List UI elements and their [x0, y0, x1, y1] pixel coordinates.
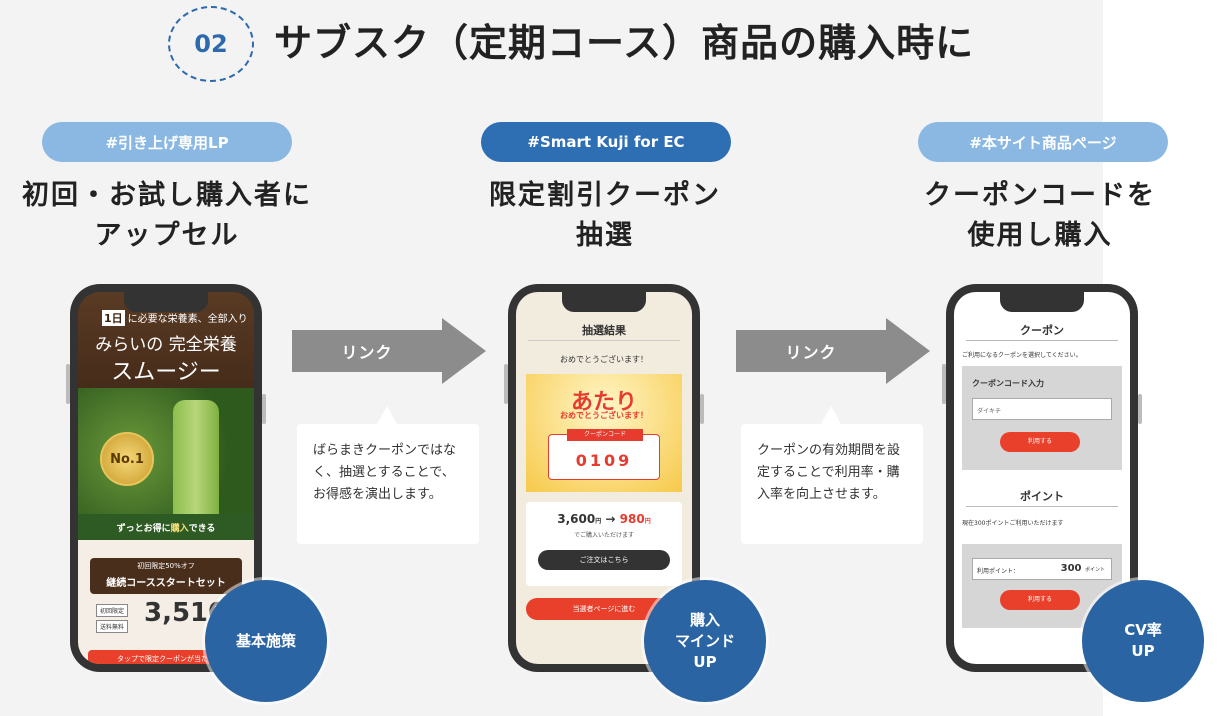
tag-upsell-lp: #引き上げ専用LP: [42, 122, 292, 162]
lp-brand: 1日に必要な栄養素、全部入り: [102, 310, 248, 326]
price-arrow: →: [605, 512, 616, 526]
winner-page-button[interactable]: 当選者ページに進む: [526, 598, 682, 620]
win-title: あたり: [570, 390, 637, 415]
coupon-section-title: クーポン: [1020, 324, 1064, 337]
phone-side-button: [262, 394, 266, 424]
result-line: マインド: [674, 631, 735, 650]
divider: [966, 340, 1118, 341]
offer-label: 初回限定: [96, 604, 129, 617]
column-title-line: 使用し購入: [967, 220, 1113, 251]
points-section-title: ポイント: [1020, 490, 1064, 503]
offer-title: 継続コーススタートセット: [106, 578, 226, 589]
phone-upsell-lp: 1日に必要な栄養素、全部入り みらいの 完全栄養 スムージー No.1 ずっとお…: [66, 284, 266, 672]
column-title-purchase: クーポンコードを 使用し購入: [875, 176, 1205, 256]
result-line: UP: [1131, 642, 1155, 660]
phone-notch: [124, 292, 208, 312]
column-title-upsell: 初回・お試し購入者に アップセル: [0, 176, 334, 256]
phone-side-button: [504, 364, 508, 404]
offer-labels: 初回限定 送料無料: [96, 604, 129, 636]
brand-badge: 1日: [102, 310, 125, 326]
lottery-result-title: 抽選結果: [582, 324, 626, 337]
arrow-label: リンク: [785, 343, 837, 362]
price-before: 3,600: [557, 512, 596, 526]
result-line: CV率: [1124, 621, 1162, 639]
coupon-code: 0109: [575, 451, 633, 470]
points-note: 現在300ポイントご利用いただけます: [962, 520, 1064, 527]
column-title-line: クーポンコードを: [924, 180, 1156, 211]
price-box: 3,600円 → 980円 でご購入いただけます ご注文はこちら: [526, 502, 682, 586]
link-arrow-1: リンク: [292, 318, 486, 388]
phone-side-button: [700, 394, 704, 424]
page-title: サブスク（定期コース）商品の購入時に: [274, 21, 975, 65]
phone-side-button: [1138, 394, 1142, 424]
phone-side-button: [66, 364, 70, 404]
band-text: ずっとお得に: [116, 523, 171, 534]
band-text-strong: 購入: [170, 523, 189, 534]
coupon-code-label: クーポンコード: [567, 429, 643, 441]
apply-points-button[interactable]: 利用する: [1000, 590, 1080, 610]
result-line: 購入: [689, 610, 720, 629]
brand-text: に必要な栄養素、全部入り: [127, 314, 248, 325]
price-unit: 円: [644, 518, 651, 525]
phone-product-page: クーポン ご利用になるクーポンを選択してください。 クーポンコード入力 ダイキチ…: [942, 284, 1142, 672]
divider: [528, 340, 680, 341]
band-text: できる: [188, 523, 216, 534]
points-input[interactable]: 利用ポイント： 300 ポイント: [972, 558, 1112, 580]
lp-band: ずっとお得に購入できる: [78, 514, 254, 540]
phone-notch: [562, 292, 646, 312]
win-subtitle: おめでとうございます！: [560, 411, 648, 420]
coupon-code-input[interactable]: ダイキチ: [972, 398, 1112, 420]
no1-medal-icon: No.1: [100, 432, 154, 486]
result-badge-purchase-mind: 購入 マインド UP: [644, 580, 766, 702]
column-title-line: 抽選: [576, 220, 634, 251]
column-title-line: 限定割引クーポン: [489, 180, 721, 211]
coupon-note: ご利用になるクーポンを選択してください。: [962, 352, 1082, 359]
price-unit: 円: [595, 518, 602, 525]
win-panel: あたり おめでとうございます！ クーポンコード 0109: [526, 374, 682, 492]
points-label: 利用ポイント：: [977, 568, 1020, 575]
lp-headline: みらいの 完全栄養: [95, 335, 237, 355]
result-line: UP: [693, 652, 717, 671]
price-note: でご購入いただけます: [573, 532, 634, 539]
note-bubble-2: クーポンの有効期間を設定することで利用率・購入率を向上させます。: [741, 406, 923, 544]
divider: [966, 506, 1118, 507]
coupon-input-label: クーポンコード入力: [972, 379, 1044, 388]
lp-offer-banner: 初回限定50%オフ 継続コーススタートセット: [90, 558, 242, 594]
coupon-code-box: クーポンコード 0109: [548, 429, 660, 480]
column-title-line: 初回・お試し購入者に: [22, 180, 312, 211]
result-badge-cv-rate: CV率 UP: [1082, 580, 1204, 702]
order-button[interactable]: ご注文はこちら: [538, 550, 670, 570]
note-bubble-1: ばらまきクーポンではなく、抽選とすることで、お得感を演出します。: [297, 406, 479, 544]
arrow-right-icon: [736, 318, 930, 384]
coupon-input-panel: クーポンコード入力 ダイキチ 利用する: [962, 366, 1122, 470]
offer-label: 送料無料: [96, 620, 129, 633]
lp-headline-product: スムージー: [111, 360, 221, 385]
price-compare: 3,600円 → 980円: [526, 512, 682, 526]
points-panel: 利用ポイント： 300 ポイント 利用する: [962, 544, 1122, 628]
column-title-line: アップセル: [94, 220, 240, 251]
phone-side-button: [942, 364, 946, 404]
points-value: 300: [1060, 563, 1082, 574]
smoothie-bottle-image: [173, 400, 219, 520]
arrow-right-icon: [292, 318, 486, 384]
link-arrow-2: リンク: [736, 318, 930, 388]
phone-screen: 1日に必要な栄養素、全部入り みらいの 完全栄養 スムージー No.1 ずっとお…: [78, 292, 254, 664]
apply-coupon-button[interactable]: 利用する: [1000, 432, 1080, 452]
arrow-label: リンク: [341, 343, 393, 362]
congrats-text: おめでとうございます！: [560, 355, 648, 364]
lp-cta-button[interactable]: タップで限定クーポンが当たる: [88, 650, 244, 664]
tag-smart-kuji: #Smart Kuji for EC: [481, 122, 731, 162]
result-badge-basic: 基本施策: [205, 580, 327, 702]
step-number-badge: 02: [168, 6, 254, 82]
offer-small-text: 初回限定50%オフ: [137, 562, 195, 570]
points-value-wrap: 300 ポイント: [1061, 563, 1105, 574]
tag-product-page: #本サイト商品ページ: [918, 122, 1168, 162]
price-after: 980: [619, 512, 645, 526]
phone-screen: 抽選結果 おめでとうございます！ あたり おめでとうございます！ クーポンコード…: [516, 292, 692, 664]
points-unit: ポイント: [1084, 567, 1105, 573]
phone-notch: [1000, 292, 1084, 312]
column-title-coupon: 限定割引クーポン 抽選: [440, 176, 770, 256]
